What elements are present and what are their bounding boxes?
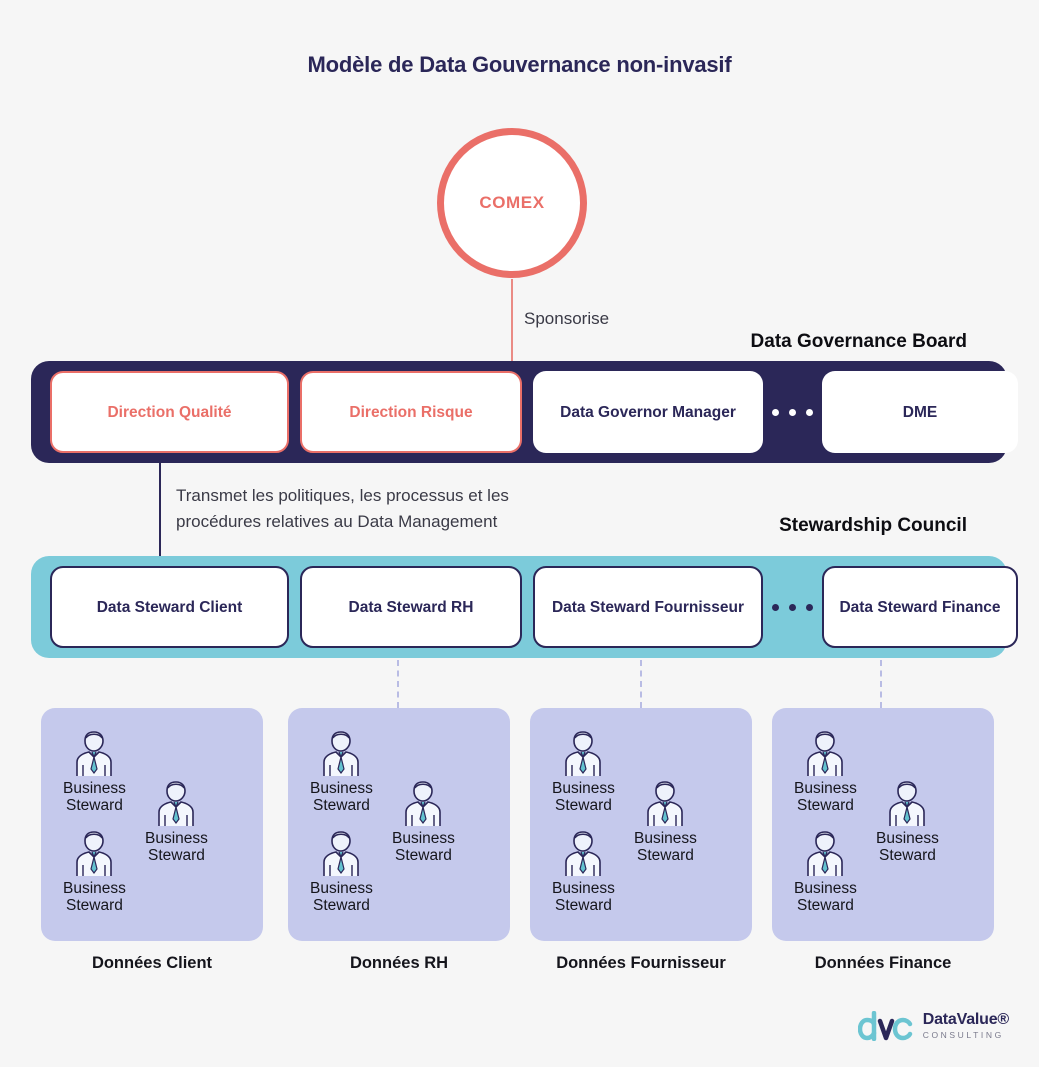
council-ellipsis-icon <box>772 603 813 611</box>
business-steward-label: Business Steward <box>392 830 455 864</box>
person-icon <box>76 731 113 776</box>
business-steward-label: Business Steward <box>145 830 208 864</box>
business-steward: Business Steward <box>63 826 126 914</box>
business-steward-label: Business Steward <box>310 780 373 814</box>
panel-label-fournisseur: Données Fournisseur <box>556 954 726 972</box>
transmit-connector-line <box>159 463 161 556</box>
comex-node: COMEX <box>437 128 587 278</box>
person-icon <box>76 831 113 876</box>
business-steward: Business Steward <box>552 826 615 914</box>
ellipsis-dot <box>772 603 779 611</box>
business-steward-label: Business Steward <box>634 830 697 864</box>
person-icon <box>323 831 360 876</box>
business-steward: Business Steward <box>310 726 373 814</box>
sponsorise-label: Sponsorise <box>524 309 610 328</box>
person-icon <box>158 781 195 826</box>
logo-subtitle: CONSULTING <box>922 1030 1004 1041</box>
board-card-dme[interactable]: DME <box>822 371 1018 453</box>
business-steward-label: Business Steward <box>794 880 857 914</box>
logo-name: DataValue® <box>922 1011 1009 1029</box>
business-steward-label: Business Steward <box>552 780 615 814</box>
business-steward: Business Steward <box>63 726 126 814</box>
person-icon <box>323 731 360 776</box>
transmit-label: Transmet les politiques, les processus e… <box>176 483 509 535</box>
person-icon <box>807 731 844 776</box>
datavalue-logo: DataValue® CONSULTING <box>857 1011 1009 1041</box>
transmit-label-line1: Transmet les politiques, les processus e… <box>176 486 509 505</box>
transmit-label-line2: procédures relatives au Data Management <box>176 512 498 531</box>
council-card-data-steward-rh[interactable]: Data Steward RH <box>300 566 522 648</box>
board-card-direction-risque[interactable]: Direction Risque <box>300 371 522 453</box>
domain-panel-rh: Business Steward Business Steward Busine… <box>288 708 510 941</box>
business-steward: Business Steward <box>794 826 857 914</box>
domain-panel-fournisseur: Business Steward Business Steward Busine… <box>530 708 752 941</box>
business-steward-label: Business Steward <box>876 830 939 864</box>
page-title: Modèle de Data Gouvernance non-invasif <box>307 52 732 77</box>
comex-label: COMEX <box>479 193 545 212</box>
ellipsis-dot <box>789 603 796 611</box>
dashed-connector-finance <box>880 660 882 708</box>
dashed-connector-rh <box>397 660 399 708</box>
logo-text: DataValue® CONSULTING <box>923 1012 1009 1040</box>
panel-label-rh: Données RH <box>349 954 449 972</box>
ellipsis-dot <box>789 408 796 416</box>
council-card-data-steward-finance[interactable]: Data Steward Finance <box>822 566 1018 648</box>
ellipsis-dot <box>806 603 813 611</box>
person-icon <box>647 781 684 826</box>
business-steward-label: Business Steward <box>63 880 126 914</box>
business-steward: Business Steward <box>310 826 373 914</box>
ellipsis-dot <box>772 408 779 416</box>
dashed-connector-fournisseur <box>640 660 642 708</box>
person-icon <box>565 831 602 876</box>
board-card-data-governor-manager[interactable]: Data Governor Manager <box>533 371 763 453</box>
business-steward: Business Steward <box>552 726 615 814</box>
stewardship-council-bar: Data Steward Client Data Steward RH Data… <box>31 556 1018 658</box>
domain-panel-client: Business Steward Business Steward Busine… <box>41 708 263 941</box>
business-steward-label: Business Steward <box>794 780 857 814</box>
person-icon <box>565 731 602 776</box>
business-steward-label: Business Steward <box>63 780 126 814</box>
business-steward: Business Steward <box>634 776 697 864</box>
dvc-logo-icon <box>857 1011 912 1041</box>
council-caption: Stewardship Council <box>779 515 967 536</box>
board-caption: Data Governance Board <box>750 331 967 352</box>
panel-label-client: Données Client <box>91 954 213 972</box>
council-card-data-steward-fournisseur[interactable]: Data Steward Fournisseur <box>533 566 763 648</box>
council-card-data-steward-client[interactable]: Data Steward Client <box>50 566 289 648</box>
data-governance-board-bar: Direction Qualité Direction Risque Data … <box>31 361 1018 463</box>
business-steward-label: Business Steward <box>310 880 373 914</box>
comex-connector-line <box>511 279 513 361</box>
domain-panel-finance: Business Steward Business Steward Busine… <box>772 708 994 941</box>
business-steward: Business Steward <box>794 726 857 814</box>
ellipsis-dot <box>806 408 813 416</box>
board-card-direction-qualite[interactable]: Direction Qualité <box>50 371 289 453</box>
person-icon <box>405 781 442 826</box>
business-steward: Business Steward <box>392 776 455 864</box>
business-steward: Business Steward <box>145 776 208 864</box>
business-steward: Business Steward <box>876 776 939 864</box>
person-icon <box>807 831 844 876</box>
board-ellipsis-icon <box>772 408 813 416</box>
person-icon <box>889 781 926 826</box>
panel-label-finance: Données Finance <box>814 954 952 972</box>
business-steward-label: Business Steward <box>552 880 615 914</box>
